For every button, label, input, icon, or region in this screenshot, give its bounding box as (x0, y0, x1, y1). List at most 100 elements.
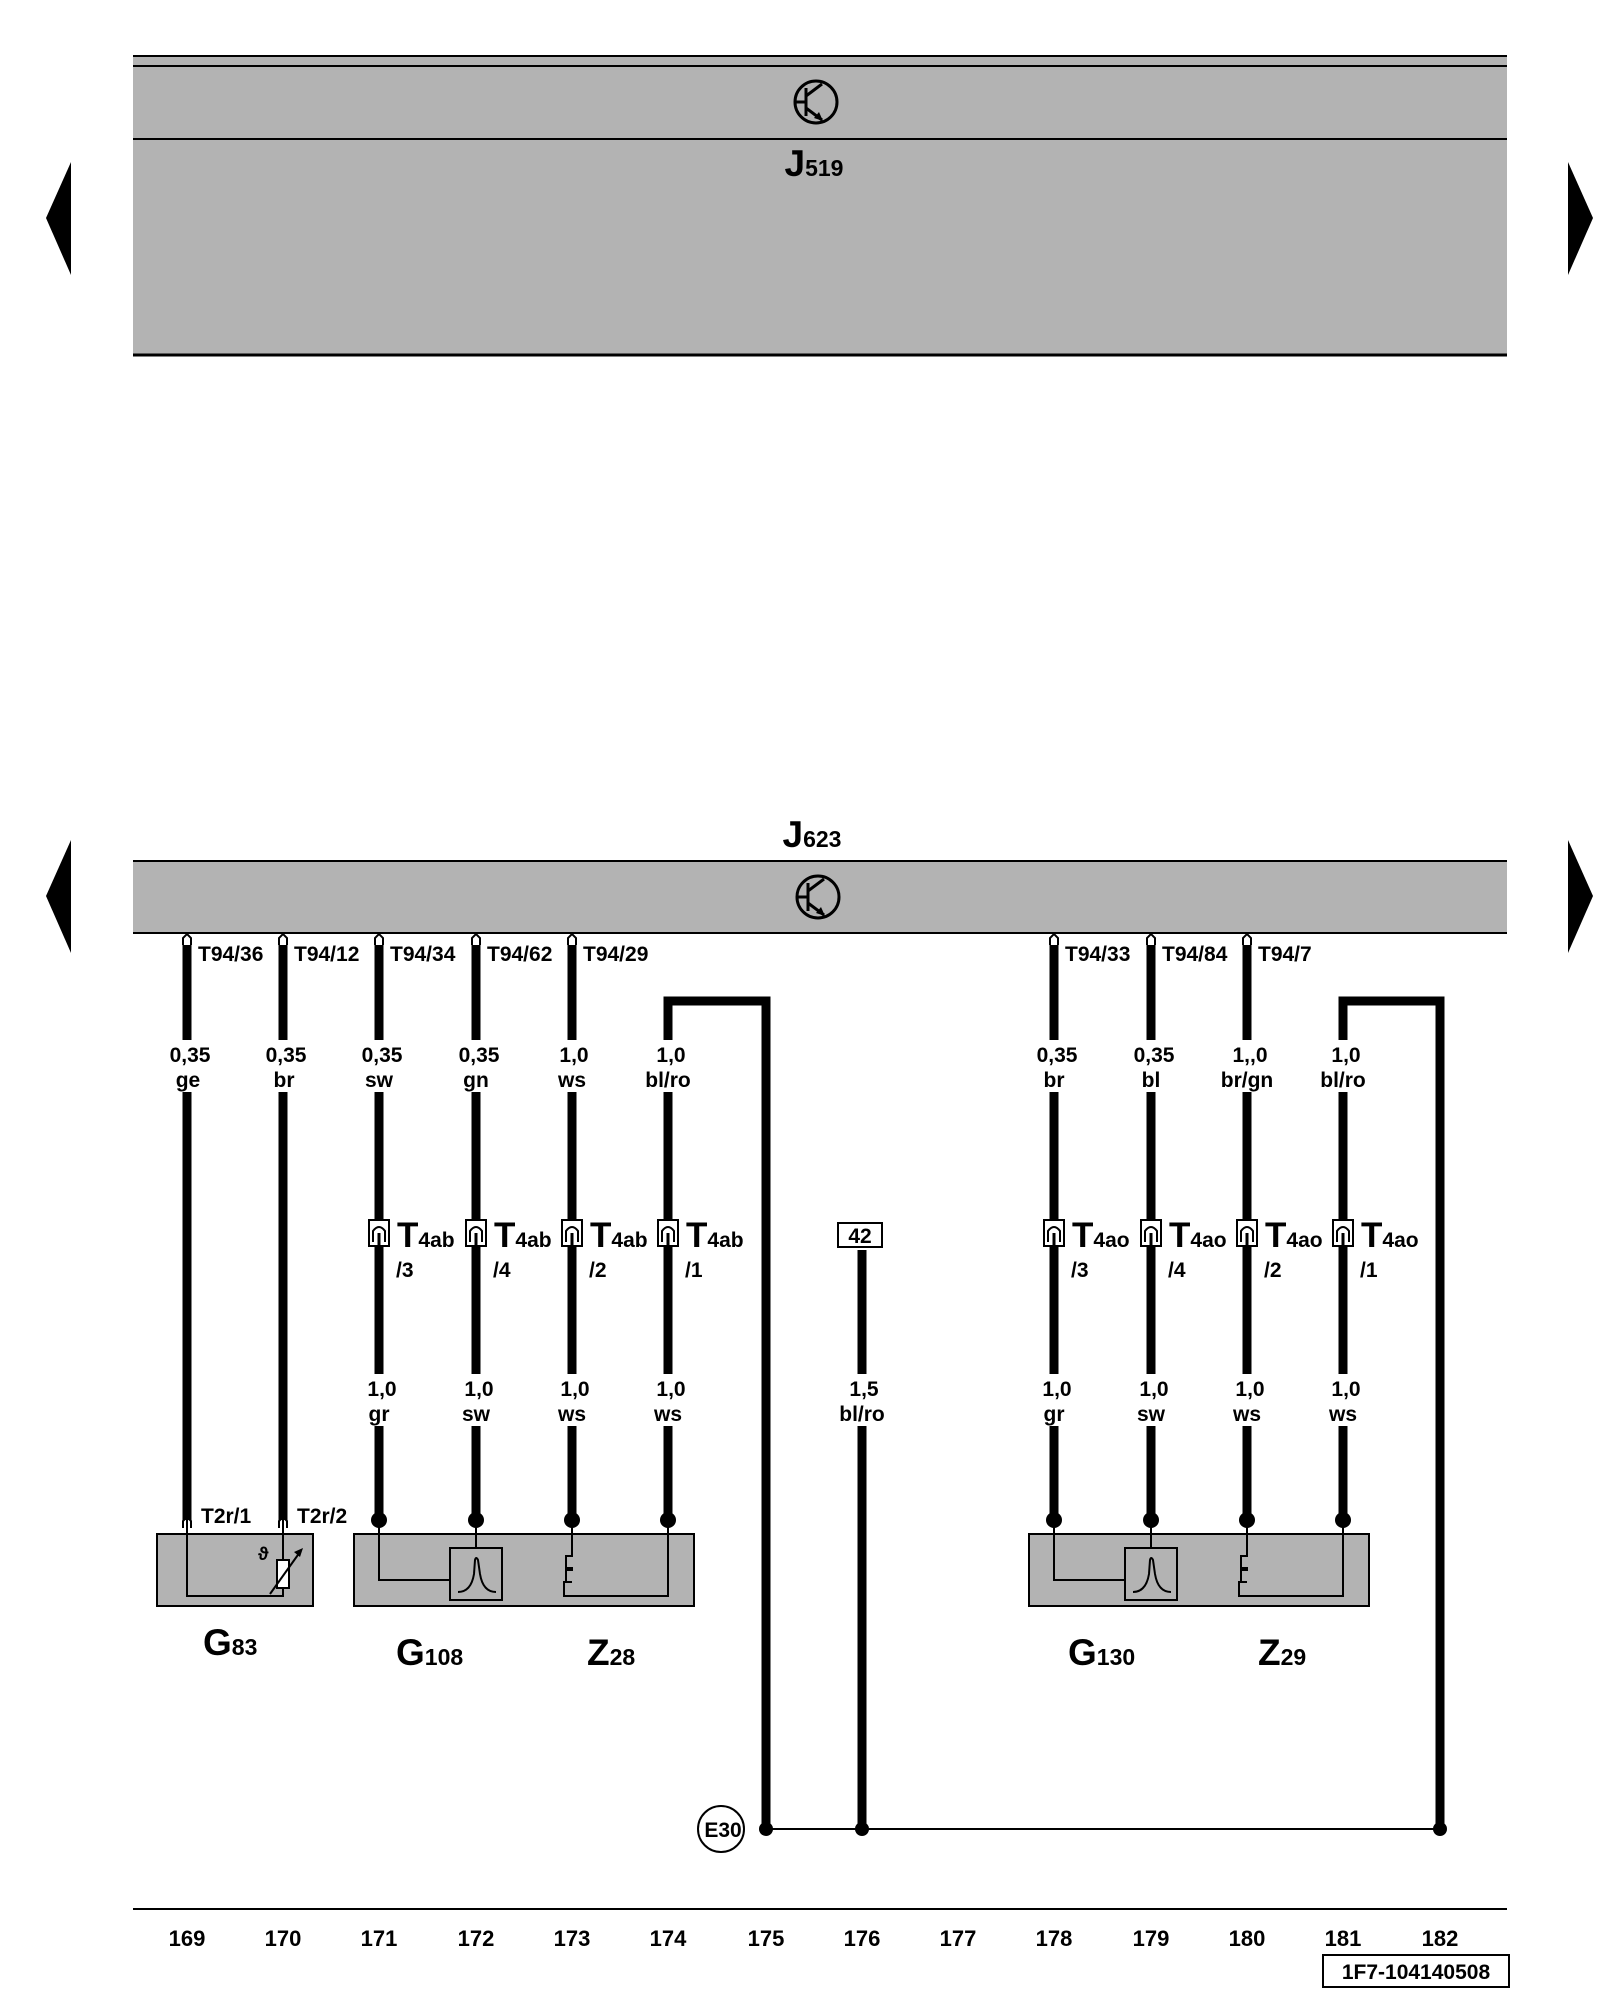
svg-text:E30: E30 (704, 1819, 741, 1842)
wire-size-label: 0,35 (170, 1044, 211, 1067)
wire-color-label: br (274, 1069, 295, 1092)
wire-color-label: ge (176, 1069, 201, 1092)
connector-pin: /2 (589, 1259, 607, 1282)
column-number: 182 (1422, 1926, 1459, 1951)
heater-element-symbol (1238, 1520, 1344, 1597)
column-number: 174 (650, 1926, 687, 1951)
wire-size-label: 1,0 (656, 1044, 685, 1067)
connector-pin-icon (657, 1219, 679, 1247)
pin-labels: T94/36 T94/12 T94/34 T94/62 T94/29 T94/3… (198, 943, 1312, 966)
column-number: 179 (1133, 1926, 1170, 1951)
wire-size-label: 1,0 (559, 1044, 588, 1067)
connector-pin-icon (561, 1219, 583, 1247)
wire-size-label: 1,0 (1331, 1044, 1360, 1067)
sensor-pin-arrows (182, 1515, 288, 1528)
column-number: 177 (940, 1926, 977, 1951)
column-number: 173 (554, 1926, 591, 1951)
wire-size-label: 1,0 (464, 1378, 493, 1401)
connector-pin-icon (465, 1219, 487, 1247)
prev-page-arrow-top[interactable] (46, 162, 71, 275)
svg-text:42: 42 (848, 1225, 871, 1248)
control-unit-j623: J623 (133, 814, 1507, 934)
component-labels: G83 G108 Z28 G130 Z29 (203, 1622, 1306, 1673)
wire-color-label: bl (1142, 1069, 1161, 1092)
wire-color-label: bl/ro (839, 1403, 885, 1426)
column-number: 176 (844, 1926, 881, 1951)
connector-pin-icon (1236, 1219, 1258, 1247)
connector-labels: T4ab /3 T4ab /4 T4ab /2 T4ab /1 T4ao /3 … (396, 1216, 1419, 1282)
pin-label: T94/62 (487, 943, 552, 966)
wire-color-label: br/gn (1221, 1069, 1274, 1092)
wire-size-label: 0,35 (459, 1044, 500, 1067)
column-number: 175 (748, 1926, 785, 1951)
sensor-pin-label: T2r/2 (297, 1505, 347, 1528)
next-page-arrow-top[interactable] (1568, 162, 1593, 275)
wire-labels-lower: 1,0 gr 1,0 sw 1,0 ws 1,0 ws 1,5 bl/ro 1,… (352, 1374, 1370, 1426)
wire-color-label: gr (369, 1403, 390, 1426)
column-number: 178 (1036, 1926, 1073, 1951)
wire-size-label: 1,0 (1331, 1378, 1360, 1401)
wire-size-label: 1,0 (367, 1378, 396, 1401)
component-boxes: ϑ (156, 1520, 1370, 1607)
wire-color-label: ws (557, 1069, 586, 1092)
reference-box: 42 (837, 1222, 883, 1248)
wire-174-175 (663, 996, 771, 1829)
transistor-symbol-icon (795, 874, 841, 920)
document-id: 1F7-104140508 (1322, 1954, 1510, 1988)
connector-name: T4ao (1361, 1216, 1419, 1255)
component-label-g130: G130 (1068, 1632, 1135, 1673)
connector-pin: /3 (396, 1259, 414, 1282)
column-number: 171 (361, 1926, 398, 1951)
pin-label: T94/7 (1258, 943, 1312, 966)
wire-color-label: bl/ro (1320, 1069, 1366, 1092)
connector-name: T4ab (494, 1216, 552, 1255)
transistor-symbol-icon (793, 79, 839, 125)
ground-point-e30: E30 (697, 1805, 745, 1853)
component-label-z29: Z29 (1258, 1632, 1306, 1673)
thermometer-icon: ϑ (258, 1544, 269, 1564)
pin-label: T94/12 (294, 943, 359, 966)
wire-size-label: 0,35 (1037, 1044, 1078, 1067)
pin-label: T94/34 (390, 943, 456, 966)
connector-symbols (368, 1219, 1354, 1247)
pin-label: T94/29 (583, 943, 648, 966)
pin-arrows (182, 932, 1252, 945)
connector-pin-icon (1332, 1219, 1354, 1247)
wire-color-label: ws (653, 1403, 682, 1426)
control-unit-j519: J519 (133, 55, 1507, 357)
wire-size-label: 1,0 (560, 1378, 589, 1401)
pin-label: T94/33 (1065, 943, 1130, 966)
column-number: 170 (265, 1926, 302, 1951)
column-number: 181 (1325, 1926, 1362, 1951)
component-label-g108: G108 (396, 1632, 463, 1673)
wire-size-label: 1,0 (1235, 1378, 1264, 1401)
wire-color-label: ws (557, 1403, 586, 1426)
column-numbers: 169 170 171 172 173 174 175 176 177 178 … (169, 1926, 1459, 1951)
connector-name: T4ao (1265, 1216, 1323, 1255)
column-number: 180 (1229, 1926, 1266, 1951)
wire-size-label: 1,0 (656, 1378, 685, 1401)
connector-pin: /1 (685, 1259, 703, 1282)
wire-color-label: gr (1044, 1403, 1065, 1426)
prev-page-arrow-bottom[interactable] (46, 840, 71, 953)
wire-labels-upper: 0,35 ge 0,35 br 0,35 sw 0,35 gn 1,0 ws 1… (160, 1040, 1370, 1092)
junction-dots (371, 1512, 1447, 1836)
connector-name: T4ab (590, 1216, 648, 1255)
wire-color-label: ws (1328, 1403, 1357, 1426)
wire-size-label: 1,5 (849, 1378, 879, 1401)
component-label-g83: G83 (203, 1622, 257, 1663)
wire-color-label: br (1044, 1069, 1065, 1092)
connector-name: T4ab (686, 1216, 744, 1255)
wire-181-182 (1338, 996, 1445, 1829)
next-page-arrow-bottom[interactable] (1568, 840, 1593, 953)
wire-size-label: 1,0 (1139, 1378, 1168, 1401)
connector-pin-icon (1043, 1219, 1065, 1247)
wire-size-label: 1,,0 (1232, 1044, 1267, 1067)
wire-color-label: sw (365, 1069, 394, 1092)
connector-pin: /1 (1360, 1259, 1378, 1282)
connector-pin-icon (1140, 1219, 1162, 1247)
j623-label: J623 (783, 814, 842, 855)
wire-color-label: ws (1232, 1403, 1261, 1426)
wire-color-label: sw (462, 1403, 491, 1426)
